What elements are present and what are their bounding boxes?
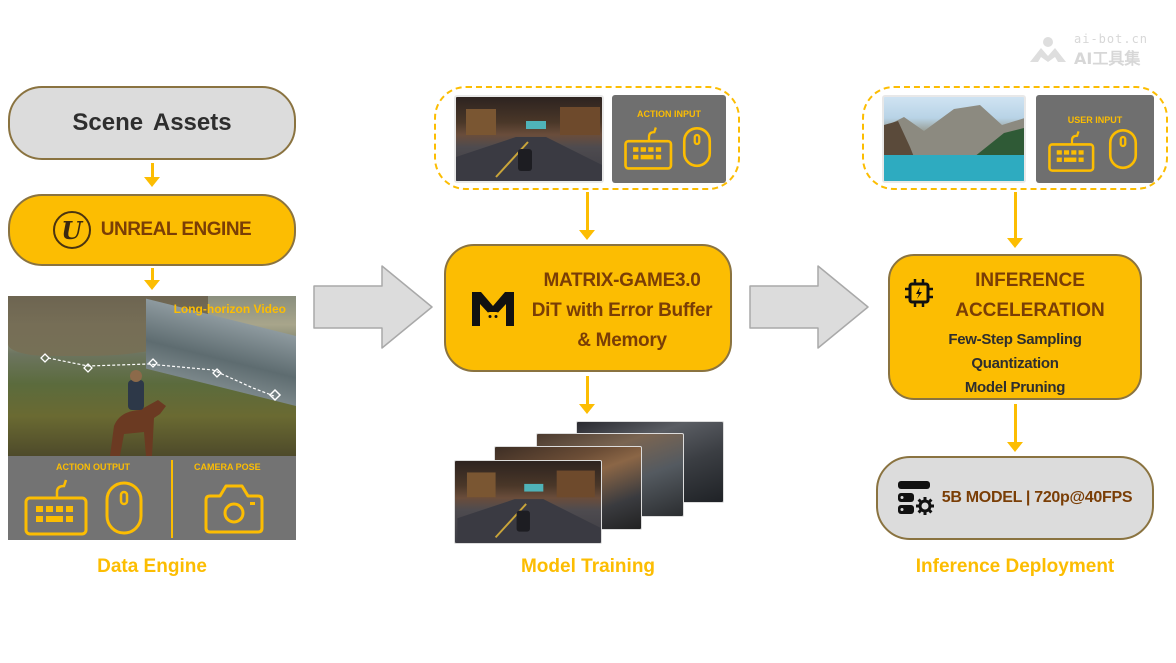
matrix-game-box: MATRIX-GAME3.0 DiT with Error Buffer & M… <box>444 244 732 372</box>
scene-assets-label: Scene Assets <box>72 109 232 136</box>
arrow-data-to-training-icon <box>313 265 433 349</box>
technique-item: Model Pruning <box>964 379 1066 396</box>
deployment-spec-label: 5B MODEL | 720p@40FPS <box>941 489 1133 506</box>
camera-pose-label: CAMERA POSE <box>194 462 261 472</box>
horse-rider-figure <box>110 370 166 456</box>
action-output-label: ACTION OUTPUT <box>56 462 130 472</box>
long-horizon-video-frame: Long-horizon Video <box>8 296 296 456</box>
training-input-group: ACTION INPUT <box>434 86 740 190</box>
unreal-engine-logo-icon: U <box>52 211 91 249</box>
watermark-site: ai-bot.cn <box>1074 32 1149 46</box>
matrix-title-line-3: & Memory <box>577 330 667 351</box>
matrix-title-line-1: MATRIX-GAME3.0 <box>543 270 701 291</box>
arrow-input-to-inference <box>1007 192 1023 248</box>
landscape-image-thumbnail <box>882 95 1026 183</box>
arrow-training-to-inference-icon <box>749 265 869 349</box>
long-horizon-video-label: Long-horizon Video <box>173 302 286 316</box>
inference-title-line-1: INFERENCE <box>975 270 1085 291</box>
inference-acceleration-box: INFERENCE ACCELERATION Few-Step Sampling… <box>888 254 1142 400</box>
scene-assets-box: Scene Assets <box>8 86 296 160</box>
acceleration-techniques-list: Few-Step Sampling Quantization Model Pru… <box>890 328 1140 400</box>
deployment-spec-box: 5B MODEL | 720p@40FPS <box>876 456 1154 540</box>
server-settings-icon <box>897 481 934 515</box>
unreal-engine-box: U UNREAL ENGINE <box>8 194 296 266</box>
model-training-caption: Model Training <box>520 556 656 577</box>
arrow-matrix-to-frames <box>579 376 595 414</box>
arrow-unreal-to-video <box>144 268 160 290</box>
inference-input-group: USER INPUT <box>862 86 1168 190</box>
arrow-scene-to-unreal <box>144 163 160 187</box>
io-panel-divider <box>171 460 173 538</box>
keyboard-icon <box>1048 131 1095 172</box>
camera-trajectory-path <box>40 353 282 402</box>
watermark: ai-bot.cn AI工具集 <box>1028 32 1168 68</box>
inference-title-line-2: ACCELERATION <box>955 300 1105 321</box>
technique-item: Few-Step Sampling <box>948 331 1082 348</box>
matrix-title-line-2: DiT with Error Buffer <box>531 300 713 321</box>
keyboard-icon <box>624 127 673 170</box>
game-frame-thumbnail <box>454 95 604 183</box>
technique-item: Quantization <box>971 355 1059 372</box>
data-engine-caption: Data Engine <box>97 556 207 577</box>
mouse-icon <box>682 126 712 168</box>
data-engine-io-panel: ACTION OUTPUT CAMERA POSE <box>8 456 296 540</box>
user-input-card: USER INPUT <box>1036 95 1154 183</box>
action-input-card: ACTION INPUT <box>612 95 726 183</box>
inference-deployment-caption: Inference Deployment <box>915 556 1115 577</box>
arrow-inference-to-deploy <box>1007 404 1023 452</box>
generated-frame-1 <box>454 460 602 544</box>
mouse-icon <box>105 481 143 535</box>
watermark-brand: AI工具集 <box>1074 49 1141 68</box>
arrow-input-to-matrix <box>579 192 595 240</box>
watermark-logo-icon <box>1030 37 1066 62</box>
matrix-game-logo-icon <box>472 292 514 326</box>
unreal-engine-label: UNREAL ENGINE <box>100 219 252 240</box>
action-input-label: ACTION INPUT <box>637 109 701 119</box>
keyboard-icon <box>24 479 88 536</box>
camera-icon <box>204 484 264 534</box>
chip-lightning-icon <box>905 279 933 307</box>
user-input-label: USER INPUT <box>1067 115 1123 125</box>
mouse-icon <box>1108 128 1138 170</box>
